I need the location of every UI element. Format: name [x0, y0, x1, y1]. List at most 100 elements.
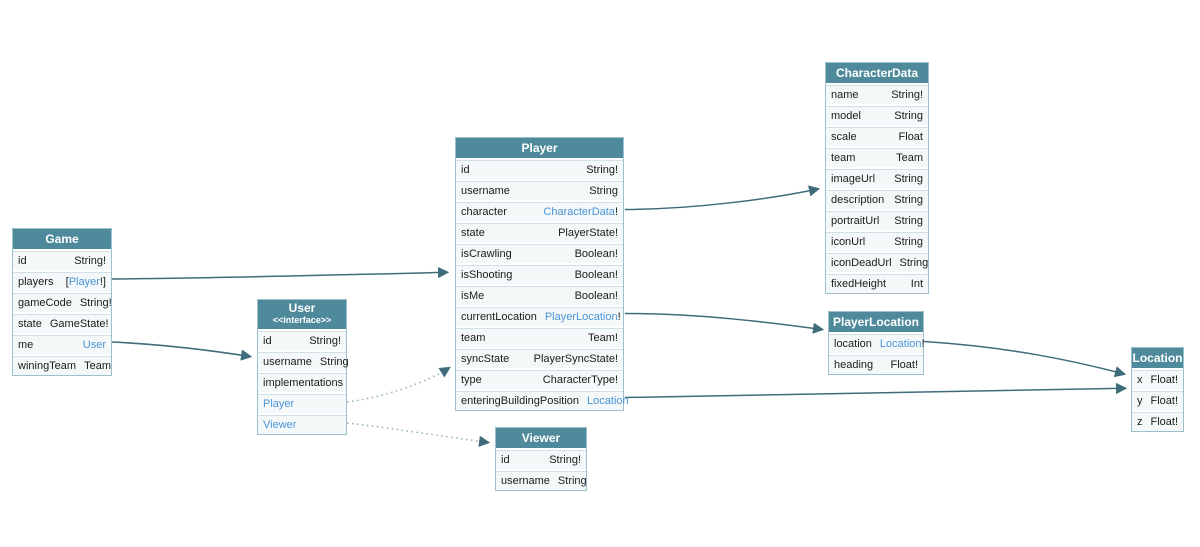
field-type: String!	[891, 89, 923, 101]
type-link[interactable]: PlayerLocation	[544, 311, 618, 323]
table-title: Player	[521, 141, 558, 155]
field-row-state[interactable]: state GameState!	[13, 314, 111, 333]
field-type: String	[894, 173, 923, 185]
table-title: Viewer	[521, 431, 561, 445]
edge-player-currentlocation-to-playerlocation	[624, 312, 825, 334]
field-type: Boolean!	[575, 248, 618, 260]
type-link[interactable]: Player	[68, 276, 100, 288]
field-row-username[interactable]: username String	[258, 352, 349, 371]
field-name: scale	[831, 131, 857, 143]
type-text: Float!	[1150, 416, 1179, 428]
type-text: Boolean!	[574, 248, 618, 260]
field-row-id[interactable]: id String!	[456, 160, 623, 179]
table-header-location[interactable]: Location	[1132, 348, 1183, 368]
type-text: String	[319, 356, 349, 368]
type-text: GameState!	[49, 318, 109, 330]
type-text: String	[894, 173, 923, 185]
table-title: PlayerLocation	[832, 315, 920, 329]
field-row-enteringBuildingPosition[interactable]: enteringBuildingPosition Location	[456, 391, 629, 410]
edge-player-character-to-characterdata	[624, 185, 821, 211]
type-text: String!	[549, 454, 581, 466]
field-name: enteringBuildingPosition	[461, 395, 580, 407]
type-text: String	[894, 215, 923, 227]
section-row-implementations[interactable]: implementations	[258, 373, 346, 392]
field-type: String	[894, 215, 923, 227]
table-title: User	[288, 301, 316, 315]
field-row-winingTeam[interactable]: winingTeam Team	[13, 356, 111, 375]
edge-user-viewer-implementation-to-viewer	[346, 422, 491, 447]
field-type: Int	[911, 278, 923, 290]
field-row-gameCode[interactable]: gameCode String!	[13, 293, 112, 312]
field-name: winingTeam	[18, 360, 77, 372]
implementation-link-row-Player[interactable]: Player	[258, 394, 346, 413]
field-type: Team	[84, 360, 111, 372]
field-name: username	[263, 356, 312, 368]
implementation-link-row-Viewer[interactable]: Viewer	[258, 415, 346, 434]
field-row-imageUrl[interactable]: imageUrl String	[826, 169, 928, 188]
field-name: gameCode	[18, 297, 72, 309]
type-text: !	[921, 338, 925, 350]
edge-player-enteringbuildingposition-to-location	[624, 382, 1128, 399]
field-type: Location	[587, 395, 629, 407]
field-name: type	[461, 374, 482, 386]
table-header-game[interactable]: Game	[13, 229, 111, 249]
table-header-characterData[interactable]: CharacterData	[826, 63, 928, 83]
field-type: Boolean!	[575, 269, 618, 281]
table-header-playerLocation[interactable]: PlayerLocation	[829, 312, 923, 332]
table-header-player[interactable]: Player	[456, 138, 623, 158]
field-name: id	[263, 335, 272, 347]
type-text: String!	[79, 297, 112, 309]
field-type: String!	[80, 297, 112, 309]
type-text: String!	[586, 164, 618, 176]
field-type: Boolean!	[575, 290, 618, 302]
type-link[interactable]: CharacterData	[543, 206, 615, 218]
field-name: state	[18, 318, 42, 330]
table-header-viewer[interactable]: Viewer	[496, 428, 586, 448]
field-type: CharacterData!	[543, 206, 618, 218]
type-link[interactable]: Location	[587, 395, 629, 407]
field-name: character	[461, 206, 507, 218]
type-text: !]	[99, 276, 106, 288]
field-name: imageUrl	[831, 173, 876, 185]
field-name: iconDeadUrl	[831, 257, 892, 269]
field-row-character[interactable]: character CharacterData!	[456, 202, 623, 221]
type-link[interactable]: Location	[879, 338, 922, 350]
field-row-players[interactable]: players[Player!]	[13, 272, 111, 291]
field-name: id	[461, 164, 470, 176]
table-header-user[interactable]: User<<interface>>	[258, 300, 346, 329]
edge-playerlocation-location-to-location	[923, 340, 1127, 378]
field-type: PlayerSyncState!	[534, 353, 618, 365]
table-title: Location	[1132, 351, 1183, 365]
type-link[interactable]: User	[82, 339, 106, 351]
field-name: x	[1137, 374, 1143, 386]
